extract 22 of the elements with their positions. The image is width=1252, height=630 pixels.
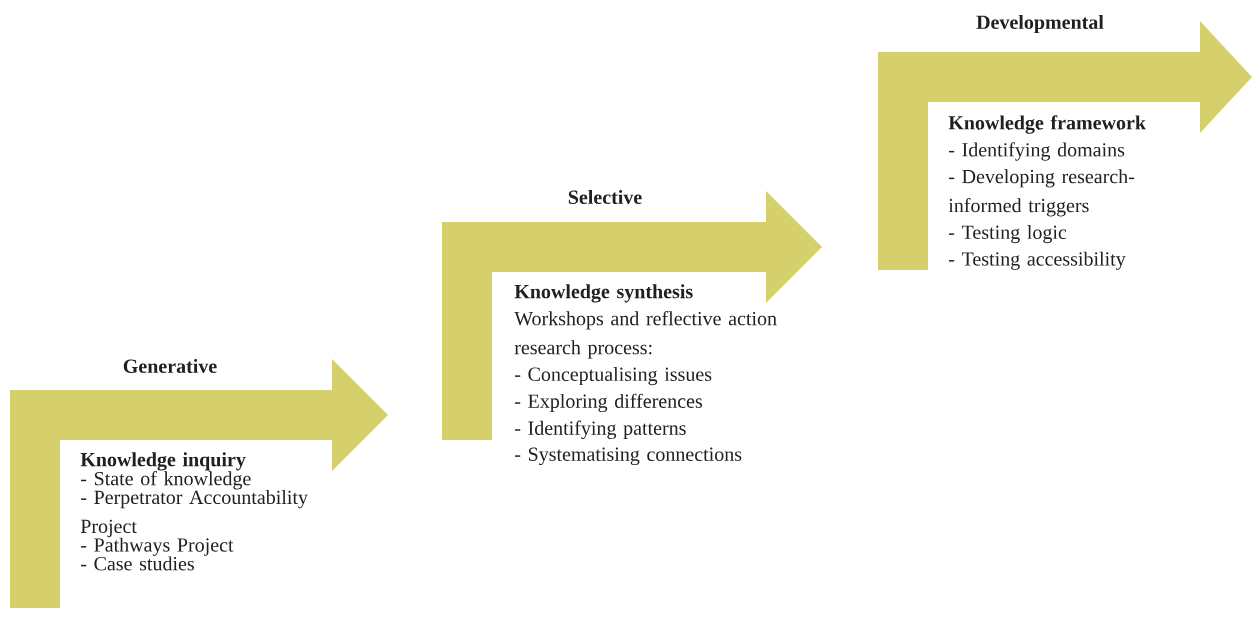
step-title: Knowledge inquiry: [80, 452, 246, 471]
step-heading: Selective: [568, 189, 642, 204]
step-title: Knowledge synthesis: [514, 284, 693, 303]
step-arrow: [442, 189, 822, 466]
list-item: - Testing logic: [949, 224, 1067, 244]
step-title: Knowledge framework: [948, 115, 1146, 134]
list-item: - Systematising connections: [515, 447, 742, 466]
list-item: - Identifying patterns: [515, 420, 686, 439]
list-item: - Case studies: [81, 556, 194, 571]
list-item: - State of knowledge: [81, 471, 251, 490]
description-text: Workshops and reflective action research process:: [514, 311, 777, 359]
list-item: - Developing research-informed triggers: [948, 169, 1135, 217]
step-heading: Generative: [123, 358, 217, 373]
list-item: - Conceptualising issues: [515, 366, 712, 386]
step-arrow: [10, 358, 388, 608]
list-item: - Exploring differences: [515, 393, 702, 413]
list-item: - Perpetrator Accountability Project: [80, 490, 308, 538]
step-heading: Developmental: [976, 14, 1104, 34]
list-item: - Pathways Project: [81, 537, 234, 556]
step-arrow: [878, 14, 1252, 270]
list-item: - Testing accessibility: [949, 251, 1126, 270]
list-item: - Identifying domains: [949, 142, 1125, 161]
